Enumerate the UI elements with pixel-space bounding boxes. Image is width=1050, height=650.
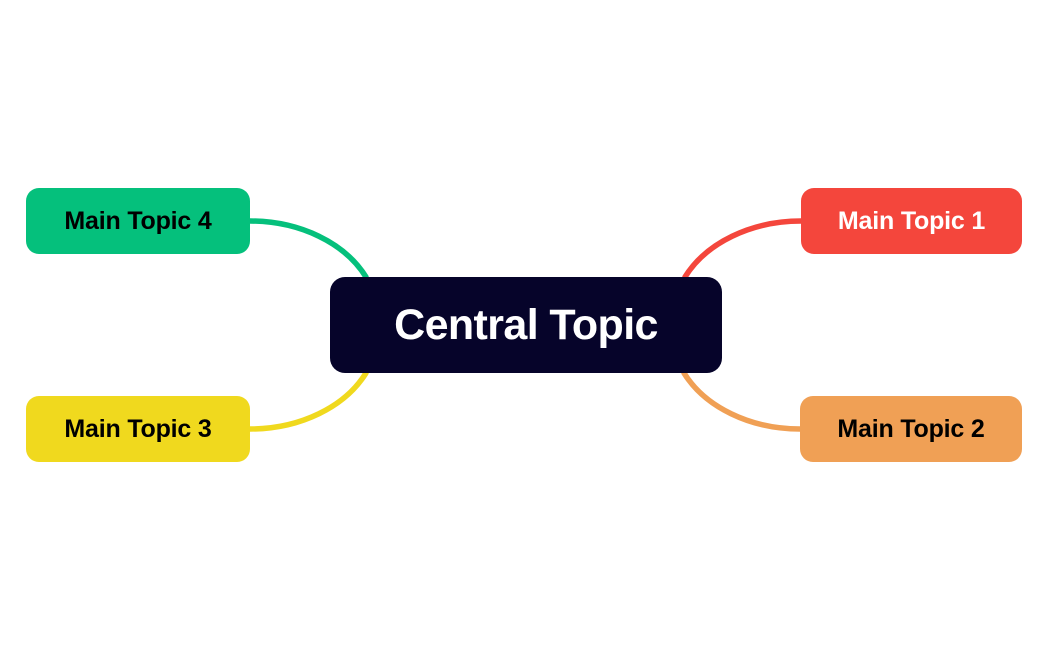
connector-topic-4 bbox=[247, 218, 369, 280]
main-topic-2-label: Main Topic 2 bbox=[837, 414, 985, 443]
connector-topic-1 bbox=[682, 218, 804, 280]
main-topic-1-label: Main Topic 1 bbox=[837, 206, 986, 235]
central-topic-label: Central Topic bbox=[394, 300, 658, 349]
main-topic-4-label: Main Topic 4 bbox=[64, 206, 212, 235]
main-topic-3-node[interactable]: Main Topic 3 bbox=[26, 396, 250, 462]
main-topic-2-node[interactable]: Main Topic 2 bbox=[800, 396, 1022, 462]
main-topic-1-node[interactable]: Main Topic 1 bbox=[801, 188, 1022, 254]
connector-topic-2 bbox=[681, 370, 803, 432]
central-topic-node[interactable]: Central Topic bbox=[330, 277, 722, 373]
main-topic-3-label: Main Topic 3 bbox=[64, 414, 212, 443]
main-topic-4-node[interactable]: Main Topic 4 bbox=[26, 188, 250, 254]
connector-topic-3 bbox=[247, 370, 369, 432]
